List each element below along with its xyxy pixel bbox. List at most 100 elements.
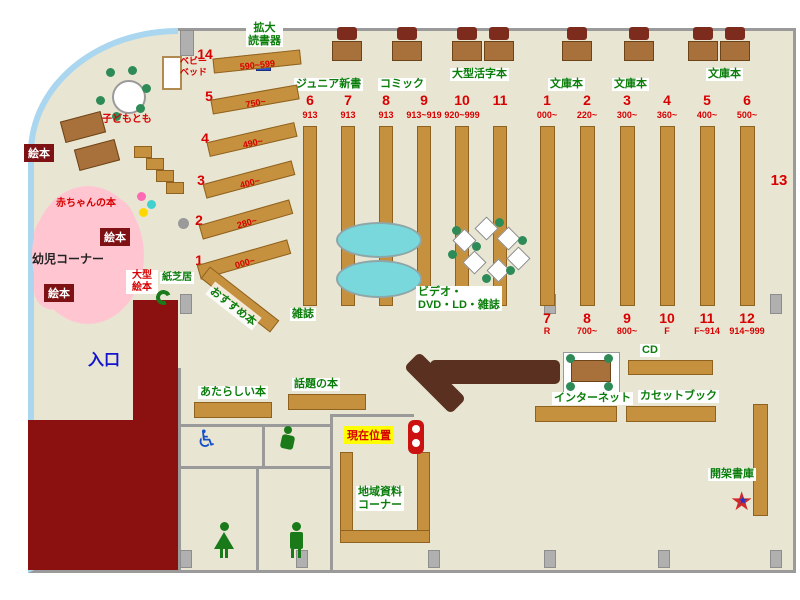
chair-dot <box>482 274 491 283</box>
man-icon <box>286 522 310 562</box>
wall <box>330 414 333 570</box>
step-shelf <box>166 182 184 194</box>
large-picture-line2: 絵本 <box>132 282 152 293</box>
pillar <box>180 30 194 56</box>
reading-table <box>688 41 718 61</box>
shelf-range: R <box>543 326 551 336</box>
bunko-label: 文庫本 <box>706 68 743 81</box>
picture-books-label: 絵本 <box>100 228 130 246</box>
shelf-number: 10 <box>659 310 675 326</box>
shelf-number: 9 <box>623 310 631 326</box>
shelf-number: 7 <box>344 92 352 108</box>
shelf-number: 4 <box>663 92 671 108</box>
shelf-number: 5 <box>205 88 213 104</box>
kamishibai-label: 紙芝居 <box>160 272 194 284</box>
bookshelf <box>620 126 635 306</box>
open-stacks-label: 開架書庫 <box>708 468 756 481</box>
reading-table <box>332 41 362 61</box>
shelf-number: 7 <box>543 310 551 326</box>
chair-dot <box>106 68 115 77</box>
local-docs-line2: コーナー <box>358 498 402 511</box>
video-line2: DVD・LD・雑誌 <box>418 298 500 311</box>
chair <box>693 27 713 40</box>
video-label: ビデオ・ DVD・LD・雑誌 <box>416 286 502 312</box>
pillar <box>428 550 440 568</box>
reading-table <box>452 41 482 61</box>
bunko-label: 文庫本 <box>548 78 585 91</box>
shelf-range: 220~ <box>576 110 598 120</box>
bookshelf <box>626 406 716 422</box>
shelf-range: 914~999 <box>729 326 765 336</box>
large-picture-books-label: 大型 絵本 <box>126 270 158 294</box>
open-stacks-star-icon: ★ ★ <box>730 486 754 516</box>
topical-books-shelf <box>288 394 366 410</box>
shelf-number: 2 <box>583 92 591 108</box>
local-docs-label: 地域資料 コーナー <box>356 486 404 512</box>
cassette-label: カセットブック <box>638 390 719 403</box>
magnifier-line1: 拡大 <box>253 22 276 34</box>
shelf-number: 10 <box>454 92 470 108</box>
chair-dot <box>96 96 105 105</box>
chair <box>397 27 417 40</box>
shelf-number: 6 <box>306 92 314 108</box>
baby-bed-line1: ベビー <box>180 56 208 66</box>
large-picture-line1: 大型 <box>132 270 152 281</box>
cd-label: CD <box>640 344 660 357</box>
wall <box>178 466 333 469</box>
current-location-label: 現在位置 <box>344 426 394 444</box>
junior-shinsho-label: ジュニア新書 <box>294 78 364 91</box>
pillar <box>770 550 782 568</box>
shelf-number: 8 <box>583 310 591 326</box>
wall <box>178 368 181 570</box>
shelf-number: 11 <box>699 310 715 326</box>
new-books-label: あたらしい本 <box>198 386 268 399</box>
chair-dot <box>452 226 461 235</box>
local-docs-line1: 地域資料 <box>358 486 402 498</box>
chair-dot <box>495 218 504 227</box>
chair <box>629 27 649 40</box>
magazines-label: 雑誌 <box>290 308 316 321</box>
step-shelf <box>134 146 152 158</box>
baby-care-icon <box>278 426 298 456</box>
shelf-range: 913 <box>378 110 394 120</box>
magnifier-reader-label: 拡大 読書器 <box>246 22 283 48</box>
stool-dot <box>139 208 148 217</box>
shelf-number: 14 <box>197 46 213 62</box>
bookshelf <box>341 126 355 306</box>
chair-dot <box>518 236 527 245</box>
entrance-label: 入口 <box>88 352 121 369</box>
bookshelf <box>753 404 768 516</box>
shelf-number: 1 <box>195 252 203 268</box>
shelf-range: 913 <box>302 110 318 120</box>
chair <box>725 27 745 40</box>
chair <box>337 27 357 40</box>
stool-dot <box>147 200 156 209</box>
shelf-range: 700~ <box>576 326 598 336</box>
shelf-range: F~914 <box>694 326 720 336</box>
shelf-number: 6 <box>743 92 751 108</box>
bookshelf <box>740 126 755 306</box>
chair <box>489 27 509 40</box>
cd-shelf <box>628 360 713 375</box>
local-docs-shelf <box>340 452 353 542</box>
sofa <box>336 260 422 298</box>
wall <box>178 424 333 427</box>
reading-table <box>720 41 750 61</box>
wall <box>262 424 265 469</box>
chair-dot <box>136 104 145 113</box>
chair-dot <box>472 242 481 251</box>
shelf-number: 9 <box>420 92 428 108</box>
step-shelf <box>156 170 174 182</box>
local-docs-shelf <box>340 530 430 543</box>
chair-dot <box>604 382 613 391</box>
bookshelf <box>700 126 715 306</box>
shelf-range: 500~ <box>736 110 758 120</box>
wall <box>256 466 259 570</box>
bookshelf <box>660 126 675 306</box>
pillar <box>180 550 192 568</box>
wall-block <box>133 300 178 425</box>
baby-books-label: 赤ちゃんの本 <box>56 198 116 209</box>
kodomo-tomo-label: 子どもとも <box>102 114 152 125</box>
reading-table <box>484 41 514 61</box>
woman-icon <box>212 522 236 562</box>
